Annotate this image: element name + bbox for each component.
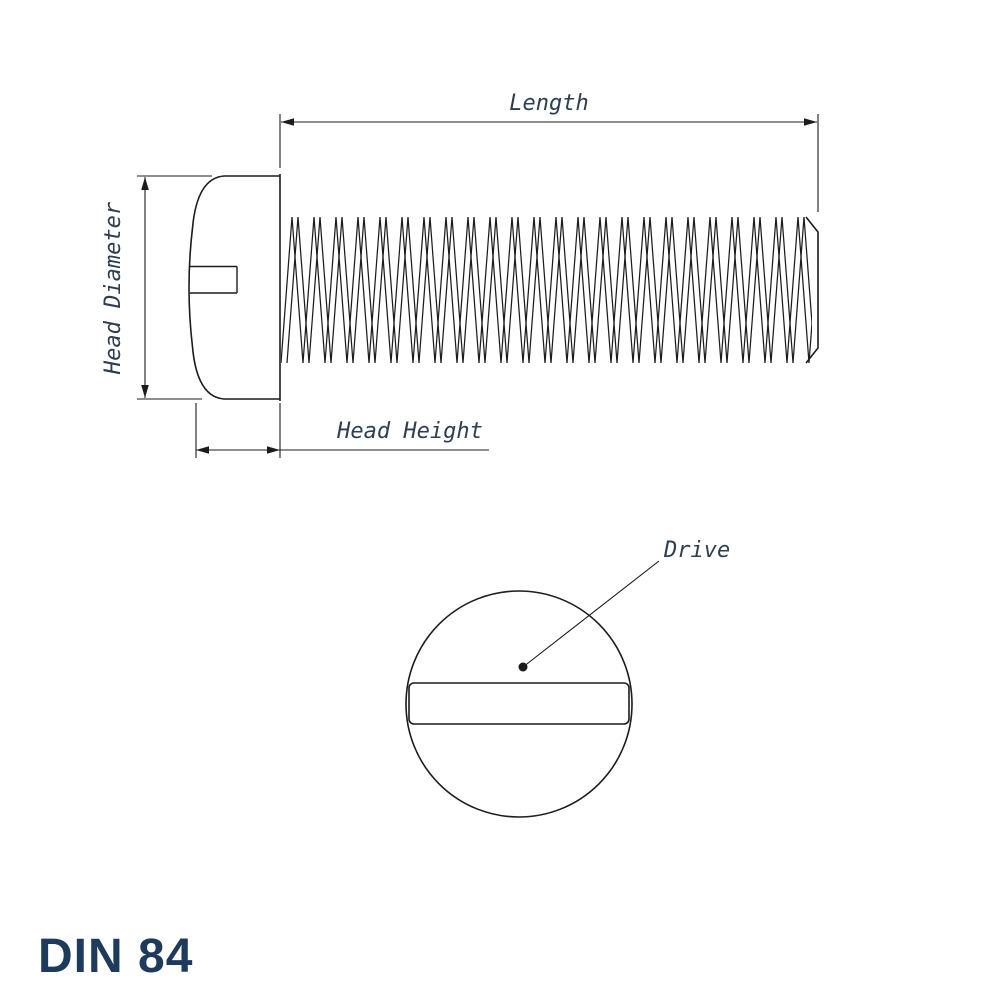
arrow-head-diameter-bottom [141, 385, 149, 398]
arrow-length-right [804, 118, 817, 126]
drive-circle [405, 590, 633, 818]
label-length: Length [509, 91, 588, 116]
leader-dot [518, 662, 528, 672]
head-slot-side-lines [190, 265, 238, 294]
screw-head-outline [188, 174, 281, 401]
arrow-length-left [281, 118, 294, 126]
drive-view [405, 560, 660, 818]
label-head-height: Head Height [336, 419, 483, 444]
page-title: DIN 84 [38, 930, 193, 983]
drive-leader-line [522, 560, 660, 668]
drive-slot [408, 682, 630, 725]
arrow-head-height-left [196, 446, 209, 454]
screw-tip [805, 216, 819, 364]
thread-pattern [281, 216, 812, 364]
arrow-head-height-right [267, 446, 280, 454]
label-drive: Drive [663, 538, 730, 563]
label-head-diameter: Head Diameter [101, 201, 126, 375]
arrowheads [141, 118, 817, 672]
line-art [137, 114, 819, 818]
dimension-lines [137, 114, 819, 458]
side-view [188, 174, 819, 401]
dimension-labels: Length Head Diameter Head Height Drive [101, 91, 730, 563]
arrow-head-diameter-top [141, 177, 149, 190]
